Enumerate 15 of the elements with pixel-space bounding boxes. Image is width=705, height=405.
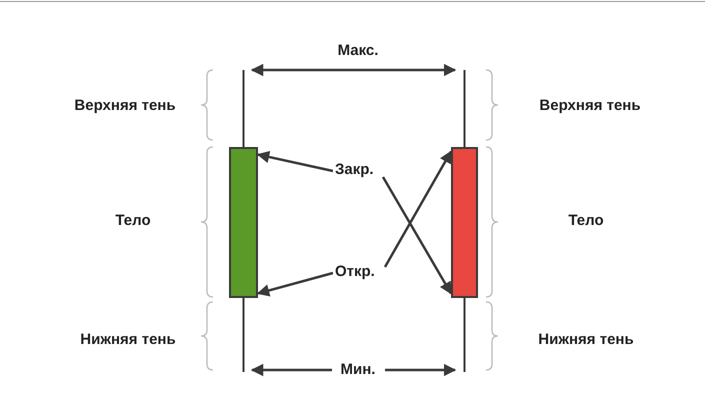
part-label: Нижняя тень (80, 331, 176, 348)
price-label: Макс. (338, 42, 378, 59)
price-label: Мин. (340, 361, 376, 378)
part-label: Тело (568, 212, 604, 229)
arrow (382, 176, 452, 295)
arrow (256, 272, 334, 297)
arrow (256, 150, 334, 172)
part-label: Нижняя тень (538, 331, 634, 348)
arrow (384, 150, 452, 268)
candle-body (451, 147, 478, 298)
part-label: Верхняя тень (74, 97, 176, 114)
part-label: Верхняя тень (539, 97, 641, 114)
candle-body (229, 147, 258, 298)
price-label: Откр. (333, 263, 377, 280)
part-label: Тело (115, 212, 151, 229)
